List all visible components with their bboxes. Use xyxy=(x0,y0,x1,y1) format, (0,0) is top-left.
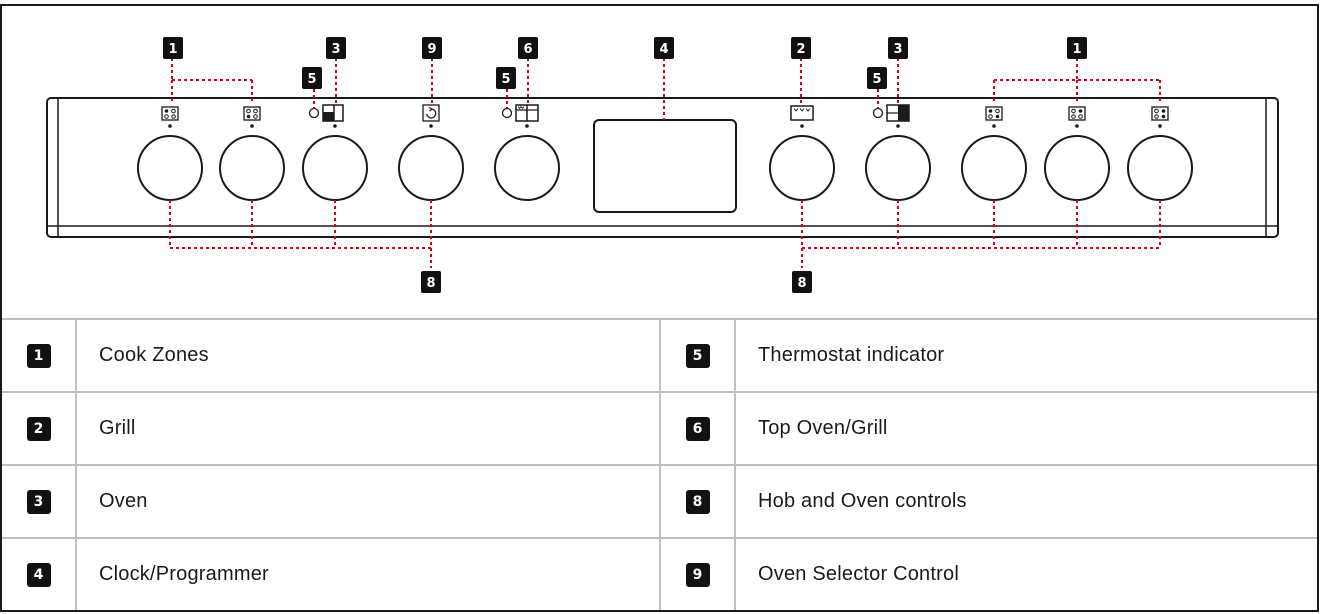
legend-label: Oven Selector Control xyxy=(735,537,1317,610)
legend-row: 2 Grill 6 Top Oven/Grill xyxy=(2,391,1317,465)
callout-badge: 5 xyxy=(496,67,516,89)
leader-lines xyxy=(169,58,1161,268)
hob-knob-1[interactable] xyxy=(137,135,203,201)
thermostat-light-icon xyxy=(308,107,320,119)
top-oven-knob[interactable] xyxy=(494,135,560,201)
hob-zone-icon xyxy=(243,106,261,121)
legend-label: Top Oven/Grill xyxy=(735,391,1317,465)
oven-knob-right[interactable] xyxy=(865,135,931,201)
legend-label: Oven xyxy=(76,464,661,538)
hob-zone-icon xyxy=(161,106,179,121)
legend-badge: 3 xyxy=(26,489,51,514)
legend-label: Hob and Oven controls xyxy=(735,464,1317,538)
legend-label: Grill xyxy=(76,391,661,465)
callout-badge: 1 xyxy=(1067,37,1087,59)
svg-text:5: 5 xyxy=(872,72,881,87)
thermostat-light-icon xyxy=(501,107,513,119)
legend-badge: 5 xyxy=(685,343,710,368)
svg-text:5: 5 xyxy=(501,72,510,87)
hob-knob-5[interactable] xyxy=(1127,135,1193,201)
oven-icon xyxy=(322,104,344,122)
svg-text:9: 9 xyxy=(427,42,436,57)
grill-icon xyxy=(790,105,814,121)
legend-badge: 9 xyxy=(685,562,710,587)
knobs xyxy=(137,135,1193,201)
figure-border xyxy=(0,4,1319,612)
clock-display xyxy=(593,119,737,213)
legend-label: Thermostat indicator xyxy=(735,318,1317,392)
hob-knob-4[interactable] xyxy=(1044,135,1110,201)
selector-icon xyxy=(422,104,440,122)
hob-zone-icon xyxy=(1151,106,1169,121)
legend-row: 3 Oven 8 Hob and Oven controls xyxy=(2,464,1317,538)
legend-label: Cook Zones xyxy=(76,318,661,392)
svg-text:1: 1 xyxy=(168,42,177,57)
callout-badge: 6 xyxy=(518,37,538,59)
oven-icon xyxy=(886,104,910,122)
callout-badge: 9 xyxy=(422,37,442,59)
callout-badge: 1 xyxy=(163,37,183,59)
hob-zone-icon xyxy=(1068,106,1086,121)
legend-row: 4 Clock/Programmer 9 Oven Selector Contr… xyxy=(2,537,1317,610)
hob-zone-icon xyxy=(985,106,1003,121)
legend-badge: 2 xyxy=(26,416,51,441)
svg-text:2: 2 xyxy=(796,42,805,57)
grill-knob[interactable] xyxy=(769,135,835,201)
selector-knob[interactable] xyxy=(398,135,464,201)
callout-badge: 3 xyxy=(326,37,346,59)
top-oven-icon xyxy=(515,104,539,122)
legend-badge: 8 xyxy=(685,489,710,514)
callout-badge: 2 xyxy=(791,37,811,59)
callout-badge: 8 xyxy=(421,271,441,293)
callout-badge: 5 xyxy=(867,67,887,89)
svg-text:5: 5 xyxy=(307,72,316,87)
legend-label: Clock/Programmer xyxy=(76,537,661,610)
legend-row: 1 Cook Zones 5 Thermostat indicator xyxy=(2,318,1317,392)
hob-knob-2[interactable] xyxy=(219,135,285,201)
thermostat-light-icon xyxy=(872,107,884,119)
svg-text:6: 6 xyxy=(523,42,532,57)
callout-badge: 3 xyxy=(888,37,908,59)
svg-text:3: 3 xyxy=(331,42,340,57)
hob-knob-3[interactable] xyxy=(961,135,1027,201)
knob-indicator-dots xyxy=(168,124,1162,128)
control-panel-diagram: 1 3 9 6 4 2 3 1 5 5 5 8 8 xyxy=(46,37,1279,293)
callout-badge: 5 xyxy=(302,67,322,89)
legend-badge: 4 xyxy=(26,562,51,587)
svg-text:4: 4 xyxy=(659,42,668,57)
legend-badge: 6 xyxy=(685,416,710,441)
callout-badge: 8 xyxy=(792,271,812,293)
legend-table: 1 Cook Zones 5 Thermostat indicator 2 Gr… xyxy=(2,318,1317,610)
oven-knob[interactable] xyxy=(302,135,368,201)
svg-text:1: 1 xyxy=(1072,42,1081,57)
svg-text:3: 3 xyxy=(893,42,902,57)
callout-badge: 4 xyxy=(654,37,674,59)
svg-text:8: 8 xyxy=(797,276,806,291)
svg-text:8: 8 xyxy=(426,276,435,291)
legend-badge: 1 xyxy=(26,343,51,368)
